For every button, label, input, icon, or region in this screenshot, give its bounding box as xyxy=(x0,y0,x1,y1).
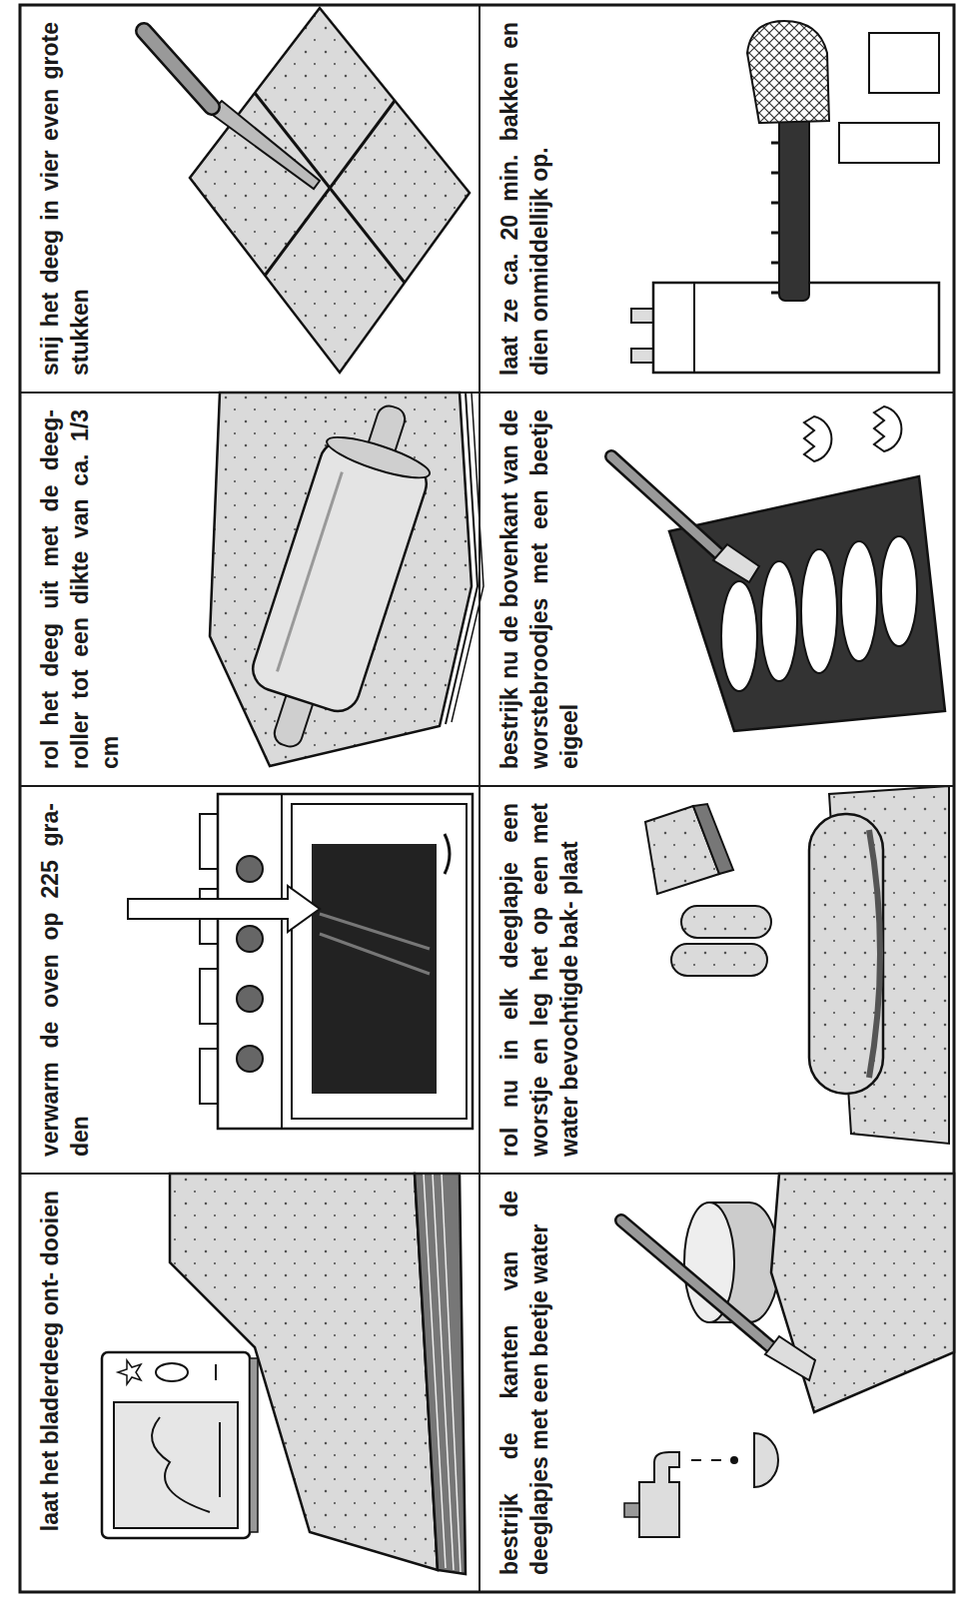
drawing-line xyxy=(280,794,283,1129)
sausage-illustration xyxy=(645,786,950,1144)
drawing-polygon xyxy=(189,7,470,373)
step-text: verwarm de oven op 225 gra- den xyxy=(20,787,95,1173)
step-panel: rol nu in elk deeglapje een worstje en l… xyxy=(479,786,955,1174)
drawing-polygon xyxy=(669,476,946,732)
drawing-line xyxy=(611,456,720,555)
drawing-path xyxy=(319,914,430,974)
step-text: snij het deeg in vier even grote stukken xyxy=(20,5,95,392)
step-panel: bestrijk de kanten van de deeglapjes met… xyxy=(479,1173,955,1593)
drawing-polygon xyxy=(209,392,472,767)
drawing-polygon xyxy=(713,544,760,583)
drawing-ellipse xyxy=(841,541,878,662)
drawing-line xyxy=(254,92,405,283)
drawing-group xyxy=(232,390,448,764)
drawing-rect xyxy=(291,804,467,1119)
drawing-line xyxy=(711,1459,722,1462)
step-panel: verwarm de oven op 225 gra- den xyxy=(19,786,480,1174)
drawing-rect xyxy=(249,1358,258,1533)
drawing-rect xyxy=(631,348,654,363)
drawing-polygon xyxy=(127,886,320,933)
drawing-rect xyxy=(631,308,654,323)
drawing-line xyxy=(276,472,342,673)
baking-illustration xyxy=(631,20,940,373)
drawing-path xyxy=(754,1433,779,1488)
drawing-rect xyxy=(869,32,940,93)
step-panel: snij het deeg in vier even grote stukken xyxy=(19,4,480,393)
drawing-path xyxy=(771,142,780,293)
drawing-ellipse xyxy=(801,549,838,674)
step-panel: rol het deeg uit met de deeg- roller tot… xyxy=(19,392,480,787)
drawing-rect xyxy=(199,814,218,870)
drawing-rect xyxy=(779,115,810,301)
oven-illustration xyxy=(127,794,473,1129)
drawing-rect xyxy=(199,968,218,1024)
drawing-rect xyxy=(809,814,884,1094)
drawing-polygon xyxy=(117,1360,141,1385)
drawing-polygon xyxy=(765,1336,816,1381)
drawing-circle xyxy=(236,856,263,883)
drawing-polyline xyxy=(441,1173,461,1573)
drawing-ellipse xyxy=(881,536,918,647)
drawing-line xyxy=(611,456,720,555)
drawing-rect xyxy=(681,906,772,939)
step-panel: bestrijk nu de bovenkant van de worstebr… xyxy=(479,392,955,787)
drawing-polygon xyxy=(771,1173,955,1413)
step-text: laat het bladerdeeg ont- dooien xyxy=(20,1174,65,1592)
drawing-path xyxy=(151,1417,210,1513)
drawing-rect xyxy=(101,1352,250,1539)
drawing-rect xyxy=(247,435,433,717)
water-illustration xyxy=(621,1173,955,1538)
drawing-polygon xyxy=(414,1173,466,1575)
step-text: rol het deeg uit met de deeg- roller tot… xyxy=(20,393,125,786)
drawing-rect xyxy=(217,794,473,1129)
drawing-rect xyxy=(839,122,940,163)
drawing-ellipse xyxy=(721,581,758,692)
drawing-circle xyxy=(730,1456,739,1465)
thaw-illustration xyxy=(101,1173,466,1575)
step-text: rol nu in elk deeglapje een worstje en l… xyxy=(480,787,585,1173)
drawing-rect xyxy=(199,1048,218,1104)
drawing-rect xyxy=(113,1402,238,1529)
outer-frame xyxy=(19,4,955,1593)
drawing-path xyxy=(869,830,881,1078)
cutting-illustration xyxy=(143,7,470,373)
drawing-rect xyxy=(311,844,437,1094)
drawing-path xyxy=(444,834,450,875)
drawing-path xyxy=(218,1422,221,1498)
rolling-illustration xyxy=(209,390,484,767)
drawing-path xyxy=(639,1452,680,1538)
drawing-line xyxy=(621,1220,772,1348)
drawing-path xyxy=(804,416,832,462)
drawing-rect xyxy=(671,944,768,976)
drawing-line xyxy=(143,30,212,107)
drawing-circle xyxy=(236,1045,263,1072)
step-text: bestrijk nu de bovenkant van de worstebr… xyxy=(480,393,585,786)
drawing-polyline xyxy=(445,392,478,725)
drawing-ellipse xyxy=(761,561,798,682)
drawing-circle xyxy=(236,985,263,1012)
drawing-circle xyxy=(236,926,263,953)
drawing-line xyxy=(143,30,212,107)
drawing-rect xyxy=(624,1503,640,1518)
drawing-line xyxy=(621,1220,772,1348)
drawing-path xyxy=(747,20,830,123)
drawing-line xyxy=(693,282,696,373)
drawing-line xyxy=(691,1459,702,1462)
drawing-polygon xyxy=(693,804,734,875)
step-panel: laat het bladerdeeg ont- dooien xyxy=(19,1173,480,1593)
drawing-line xyxy=(214,1364,217,1381)
step-text: laat ze ca. 20 min. bakken en dien onmid… xyxy=(480,5,555,392)
eggwash-illustration xyxy=(611,406,946,732)
step-panel: laat ze ca. 20 min. bakken en dien onmid… xyxy=(479,4,955,393)
drawing-path xyxy=(874,406,902,452)
step-text: bestrijk de kanten van de deeglapjes met… xyxy=(480,1174,555,1592)
drawing-polygon xyxy=(209,100,320,189)
drawing-ellipse xyxy=(155,1363,188,1382)
